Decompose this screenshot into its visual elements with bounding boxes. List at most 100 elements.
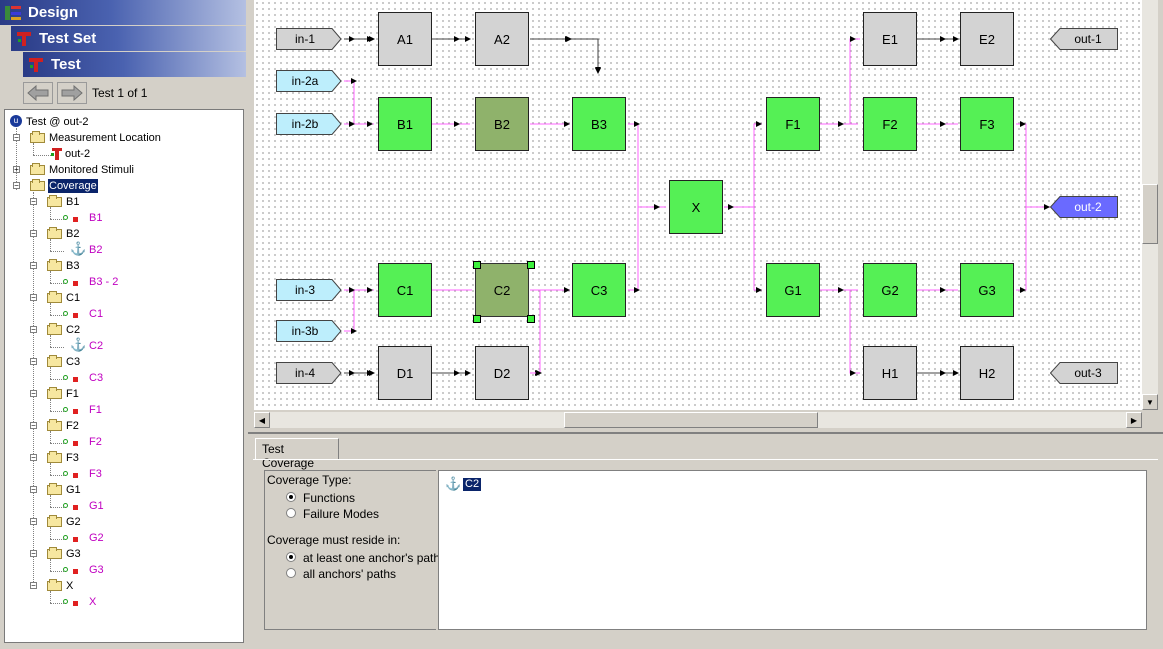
test-tree[interactable]: u Test @ out-2 − Measurement Location ou… (4, 109, 244, 643)
folder-icon (47, 355, 62, 367)
canvas-vertical-scrollbar[interactable]: ▼ (1142, 0, 1158, 410)
radio-one-anchor-label[interactable]: at least one anchor's path (303, 551, 441, 565)
block-c1[interactable]: C1 (378, 263, 432, 317)
radio-all-anchors[interactable] (286, 568, 296, 578)
port-label: in-3 (294, 283, 315, 297)
collapse-icon[interactable]: − (30, 453, 37, 462)
panel-body (253, 459, 1158, 643)
horizontal-scroll-thumb[interactable] (564, 412, 818, 428)
selection-handle[interactable] (473, 261, 481, 269)
input-port-in-3b[interactable]: in-3b (276, 320, 342, 342)
block-h2[interactable]: H2 (960, 346, 1014, 400)
anchor-list[interactable]: ⚓ C2 (438, 470, 1147, 630)
vertical-scroll-thumb[interactable] (1142, 184, 1158, 244)
fault-icon (63, 435, 83, 449)
radio-functions[interactable] (286, 492, 296, 502)
collapse-icon[interactable]: − (30, 581, 37, 590)
testset-header[interactable]: Test Set (11, 26, 246, 51)
radio-functions-label[interactable]: Functions (303, 491, 356, 505)
output-port-out-2[interactable]: out-2 (1050, 196, 1118, 218)
output-port-out-3[interactable]: out-3 (1050, 362, 1118, 384)
collapse-icon[interactable]: − (30, 549, 37, 558)
input-port-in-2a[interactable]: in-2a (276, 70, 342, 92)
block-g3[interactable]: G3 (960, 263, 1014, 317)
collapse-icon[interactable]: − (13, 133, 20, 142)
block-label: F1 (785, 116, 801, 132)
radio-failure-modes[interactable] (286, 508, 296, 518)
collapse-icon[interactable]: − (30, 517, 37, 526)
design-header[interactable]: Design (0, 0, 246, 25)
block-d2[interactable]: D2 (475, 346, 529, 400)
fault-icon (63, 371, 83, 385)
folder-icon (47, 387, 62, 399)
block-d1[interactable]: D1 (378, 346, 432, 400)
collapse-icon[interactable]: − (30, 197, 37, 206)
block-label: C1 (396, 282, 414, 298)
block-b1[interactable]: B1 (378, 97, 432, 151)
radio-all-anchors-label[interactable]: all anchors' paths (303, 567, 397, 581)
output-port-out-1[interactable]: out-1 (1050, 28, 1118, 50)
selection-handle[interactable] (473, 315, 481, 323)
folder-icon (30, 131, 45, 143)
measurement-item-label: out-2 (65, 148, 91, 160)
next-test-button[interactable] (57, 82, 87, 104)
design-label: Design (28, 4, 79, 21)
block-label: B1 (397, 116, 413, 132)
block-b3[interactable]: B3 (572, 97, 626, 151)
test-header[interactable]: Test (23, 52, 246, 77)
radio-one-anchor[interactable] (286, 552, 296, 562)
selection-handle[interactable] (527, 315, 535, 323)
scroll-right-button[interactable]: ▶ (1126, 412, 1142, 428)
coverage-folder-label: G3 (66, 548, 81, 560)
fault-icon (63, 595, 83, 609)
coverage-options-panel (264, 470, 436, 630)
previous-test-button[interactable] (23, 82, 53, 104)
block-h1[interactable]: H1 (863, 346, 917, 400)
block-label: E1 (882, 31, 898, 47)
expand-icon[interactable]: + (13, 165, 20, 174)
block-label: A2 (494, 31, 510, 47)
canvas-horizontal-scrollbar[interactable]: ◀ ▶ (254, 412, 1142, 428)
block-f2[interactable]: F2 (863, 97, 917, 151)
block-e1[interactable]: E1 (863, 12, 917, 66)
port-label: in-2a (291, 74, 319, 88)
block-g2[interactable]: G2 (863, 263, 917, 317)
block-c3[interactable]: C3 (572, 263, 626, 317)
scroll-down-button[interactable]: ▼ (1142, 394, 1158, 410)
collapse-icon[interactable]: − (30, 389, 37, 398)
coverage-item-label: C3 (89, 372, 104, 384)
block-f1[interactable]: F1 (766, 97, 820, 151)
input-port-in-1[interactable]: in-1 (276, 28, 342, 50)
input-port-in-3[interactable]: in-3 (276, 279, 342, 301)
block-a1[interactable]: A1 (378, 12, 432, 66)
tab-test-coverage[interactable]: Test Coverage (255, 438, 339, 470)
collapse-icon[interactable]: − (30, 485, 37, 494)
folder-icon (47, 515, 62, 527)
collapse-icon[interactable]: − (30, 293, 37, 302)
block-x[interactable]: X (669, 180, 723, 234)
selection-handle[interactable] (527, 261, 535, 269)
block-f3[interactable]: F3 (960, 97, 1014, 151)
collapse-icon[interactable]: − (30, 421, 37, 430)
collapse-icon[interactable]: − (30, 229, 37, 238)
collapse-icon[interactable]: − (30, 357, 37, 366)
input-port-in-2b[interactable]: in-2b (276, 113, 342, 135)
anchor-item[interactable]: C2 (463, 478, 482, 491)
coverage-item-label: G1 (89, 500, 104, 512)
collapse-icon[interactable]: − (30, 261, 37, 270)
coverage-item-label: F1 (89, 404, 102, 416)
input-port-in-4[interactable]: in-4 (276, 362, 342, 384)
block-e2[interactable]: E2 (960, 12, 1014, 66)
block-label: H1 (881, 365, 899, 381)
block-g1[interactable]: G1 (766, 263, 820, 317)
collapse-icon[interactable]: − (13, 181, 20, 190)
scroll-left-button[interactable]: ◀ (254, 412, 270, 428)
block-a2[interactable]: A2 (475, 12, 529, 66)
collapse-icon[interactable]: − (30, 325, 37, 334)
block-b2[interactable]: B2 (475, 97, 529, 151)
radio-failure-modes-label[interactable]: Failure Modes (303, 507, 380, 521)
folder-icon (47, 291, 62, 303)
block-c2[interactable]: C2 (473, 261, 535, 323)
coverage-folder-label: G1 (66, 484, 81, 496)
